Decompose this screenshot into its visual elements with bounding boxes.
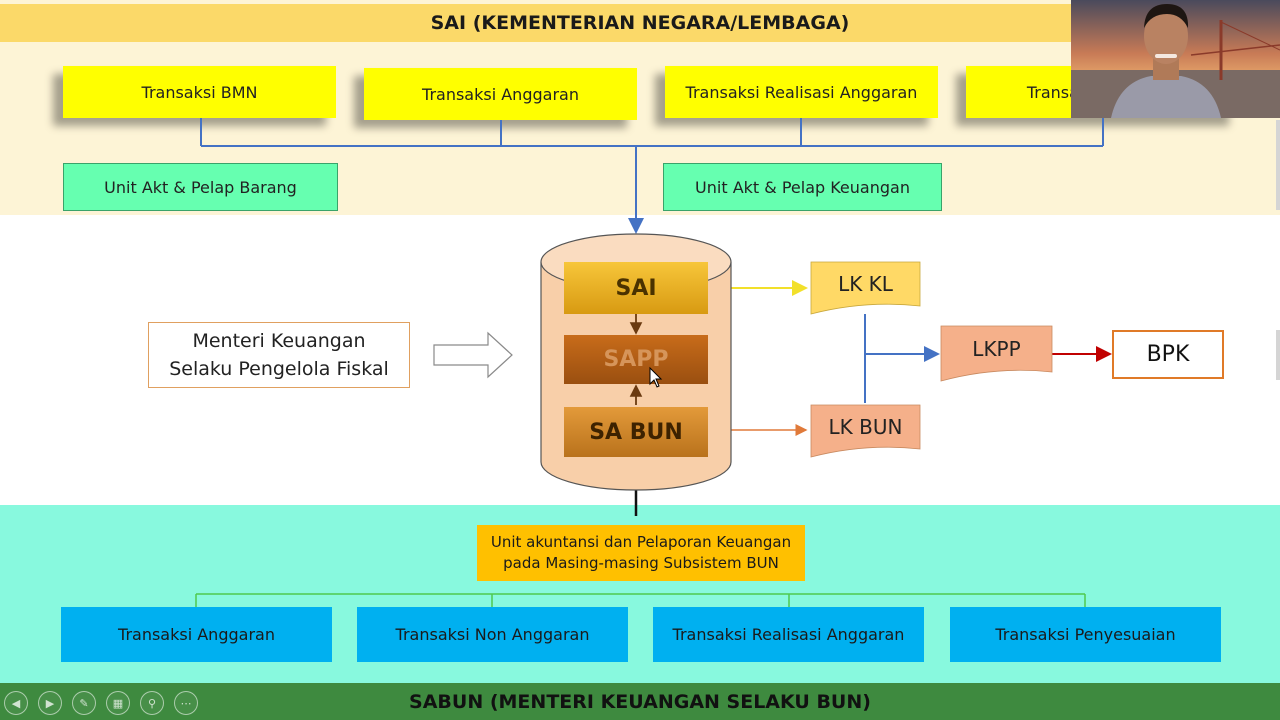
bottom-section-title: SABUN (MENTERI KEUANGAN SELAKU BUN) — [0, 683, 1280, 720]
menteri-keuangan-box: Menteri Keuangan Selaku Pengelola Fiskal — [148, 322, 410, 388]
unit-akuntansi-line-2: pada Masing-masing Subsistem BUN — [503, 554, 779, 572]
bpk-box: BPK — [1112, 330, 1224, 379]
bun-transaksi-non-anggaran-box: Transaksi Non Anggaran — [357, 607, 628, 662]
transaksi-realisasi-anggaran-box: Transaksi Realisasi Anggaran — [665, 66, 938, 118]
transaksi-bmn-box: Transaksi BMN — [63, 66, 336, 118]
bun-transaksi-anggaran-box: Transaksi Anggaran — [61, 607, 332, 662]
sai-layer: SAI — [615, 275, 657, 301]
bun-transaksi-penyesuaian-box: Transaksi Penyesuaian — [950, 607, 1221, 662]
zoom-icon[interactable]: ⚲ — [140, 691, 164, 715]
unit-akuntansi-line-1: Unit akuntansi dan Pelaporan Keuangan — [490, 533, 792, 551]
lk-bun-report: LK BUN — [828, 415, 903, 439]
bun-transaksi-realisasi-anggaran-box: Transaksi Realisasi Anggaran — [653, 607, 924, 662]
right-edge-marker-middle — [1276, 330, 1280, 380]
top-section-title: SAI (KEMENTERIAN NEGARA/LEMBAGA) — [0, 4, 1280, 42]
unit-akt-pelap-barang-box: Unit Akt & Pelap Barang — [63, 163, 338, 211]
slideshow-toolbar: ◀ ▶ ✎ ▦ ⚲ ⋯ — [4, 690, 214, 716]
sapp-layer: SAPP — [603, 347, 669, 372]
slides-icon[interactable]: ▦ — [106, 691, 130, 715]
sa-bun-layer: SA BUN — [589, 419, 683, 445]
pen-icon[interactable]: ✎ — [72, 691, 96, 715]
previous-icon[interactable]: ◀ — [4, 691, 28, 715]
lkpp-report: LKPP — [972, 337, 1021, 361]
transaksi-anggaran-box: Transaksi Anggaran — [364, 68, 637, 120]
presenter-video-frame — [1071, 0, 1280, 118]
right-edge-marker-top — [1276, 120, 1280, 210]
next-icon[interactable]: ▶ — [38, 691, 62, 715]
more-icon[interactable]: ⋯ — [174, 691, 198, 715]
unit-akt-pelap-keuangan-box: Unit Akt & Pelap Keuangan — [663, 163, 942, 211]
unit-akuntansi-bun-box: Unit akuntansi dan Pelaporan Keuangan pa… — [477, 525, 805, 581]
webcam-video — [1071, 0, 1280, 118]
menteri-line-2: Selaku Pengelola Fiskal — [169, 358, 389, 380]
lk-kl-report: LK KL — [838, 272, 893, 296]
menteri-line-1: Menteri Keuangan — [192, 330, 366, 352]
